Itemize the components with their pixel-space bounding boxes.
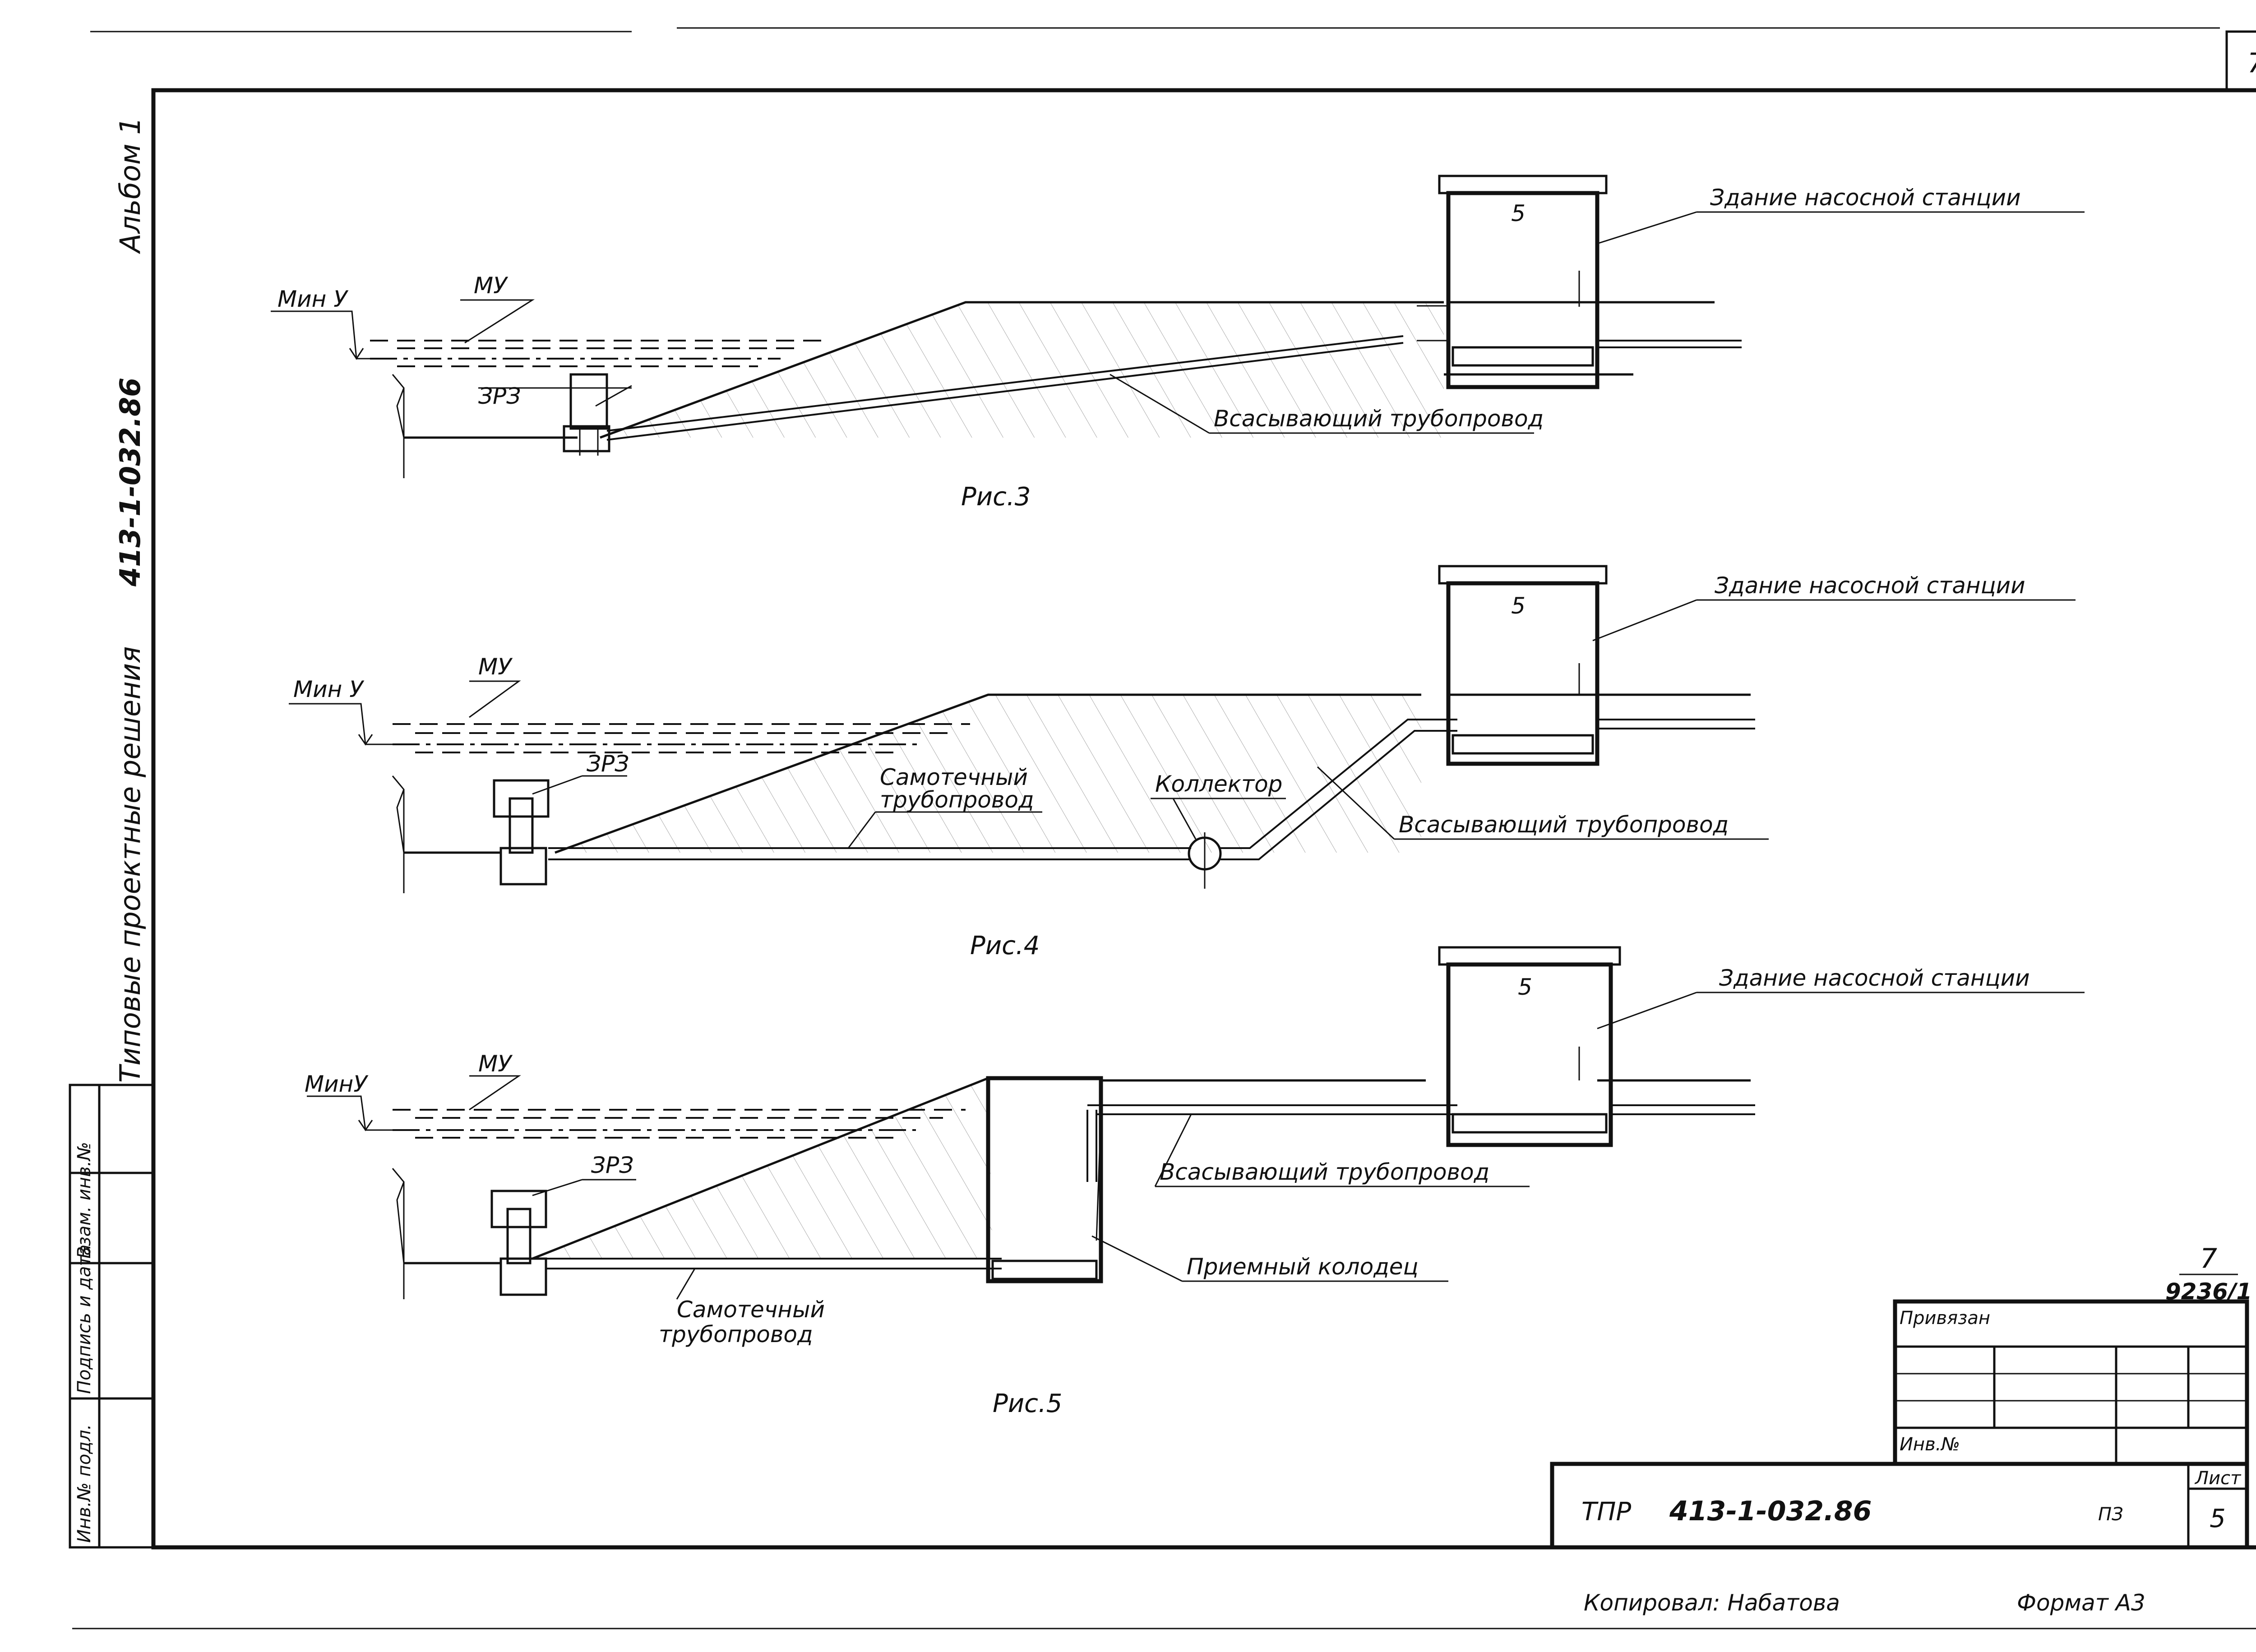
fig4-building-label: Здание насосной станции bbox=[1715, 572, 2025, 599]
fig4-building-number: 5 bbox=[1511, 593, 1526, 619]
fig4-caption: Рис.4 bbox=[970, 931, 1040, 960]
title-block-sheet-label: Лист bbox=[2194, 1468, 2242, 1489]
title-block-sheet-number: 5 bbox=[2210, 1504, 2226, 1533]
fig5-well-label: Приемный колодец bbox=[1187, 1254, 1419, 1280]
fig5-building-label: Здание насосной станции bbox=[1719, 965, 2030, 991]
fig5-building-number: 5 bbox=[1518, 974, 1532, 1000]
title-block-attached: Привязан bbox=[1900, 1308, 1990, 1329]
sheet-corner-number: 7 bbox=[2247, 47, 2256, 79]
fig5-level: МУ bbox=[478, 1051, 513, 1077]
figure-5 bbox=[307, 946, 2085, 1300]
stamp-signature-label: Подпись и дата bbox=[74, 1245, 95, 1394]
title-block-section: ПЗ bbox=[2098, 1504, 2123, 1525]
fig4-intake-label: ЗРЗ bbox=[587, 751, 629, 777]
fig4-suction-label: Всасывающий трубопровод bbox=[1399, 812, 1729, 838]
fig3-caption: Рис.3 bbox=[961, 482, 1031, 512]
title-block-code: 413-1-032.86 bbox=[1669, 1495, 1872, 1527]
sheet-frame bbox=[72, 27, 2256, 1629]
title-block-inventory: Инв.№ bbox=[1900, 1434, 1960, 1455]
footer-format: Формат А3 bbox=[2017, 1590, 2145, 1616]
fig4-gravity-label-1: Самотечный bbox=[880, 764, 1028, 790]
fig5-gravity-label-1: Самотечный bbox=[677, 1297, 825, 1323]
fig4-level: МУ bbox=[478, 654, 513, 680]
fig5-suction-label: Всасывающий трубопровод bbox=[1160, 1159, 1489, 1185]
footer-copied: Копировал: Набатова bbox=[1584, 1590, 1840, 1616]
fig3-building-label: Здание насосной станции bbox=[1710, 185, 2021, 211]
fig3-level: МУ bbox=[474, 272, 509, 299]
side-title-series-name: Типовые проектные решения bbox=[114, 646, 147, 1083]
stamp-replace-label: Взам. инв.№ bbox=[74, 1142, 95, 1259]
fig4-collector-label: Коллектор bbox=[1155, 771, 1282, 797]
fig5-min-level: МинУ bbox=[305, 1071, 369, 1097]
order-number-top: 7 bbox=[2200, 1243, 2217, 1274]
stamp-inventory-label: Инв.№ подл. bbox=[74, 1424, 95, 1543]
fig3-building-number: 5 bbox=[1511, 200, 1526, 226]
fig5-caption: Рис.5 bbox=[993, 1389, 1062, 1418]
fig4-gravity-label-2: трубопровод bbox=[880, 787, 1034, 813]
fig3-intake-label: ЗРЗ bbox=[478, 383, 521, 409]
left-stamp: Инв.№ подл. Подпись и дата Взам. инв.№ bbox=[69, 1084, 155, 1549]
figure-4 bbox=[289, 565, 2076, 893]
figure-3 bbox=[271, 175, 2085, 478]
fig5-intake-label: ЗРЗ bbox=[591, 1152, 633, 1178]
side-title: Альбом 1 413-1-032.86 Типовые проектные … bbox=[114, 117, 147, 1083]
fig5-gravity-label-2: трубопровод bbox=[659, 1321, 813, 1347]
title-block-prefix: ТПР bbox=[1581, 1497, 1631, 1527]
side-title-album: Альбом 1 bbox=[114, 117, 147, 254]
fig3-min-level: Мин У bbox=[277, 286, 349, 312]
title-block bbox=[1550, 1299, 2249, 1550]
side-title-series-code: 413-1-032.86 bbox=[114, 378, 147, 587]
fig4-min-level: Мин У bbox=[293, 676, 365, 702]
fig3-suction-label: Всасывающий трубопровод bbox=[1214, 406, 1544, 432]
